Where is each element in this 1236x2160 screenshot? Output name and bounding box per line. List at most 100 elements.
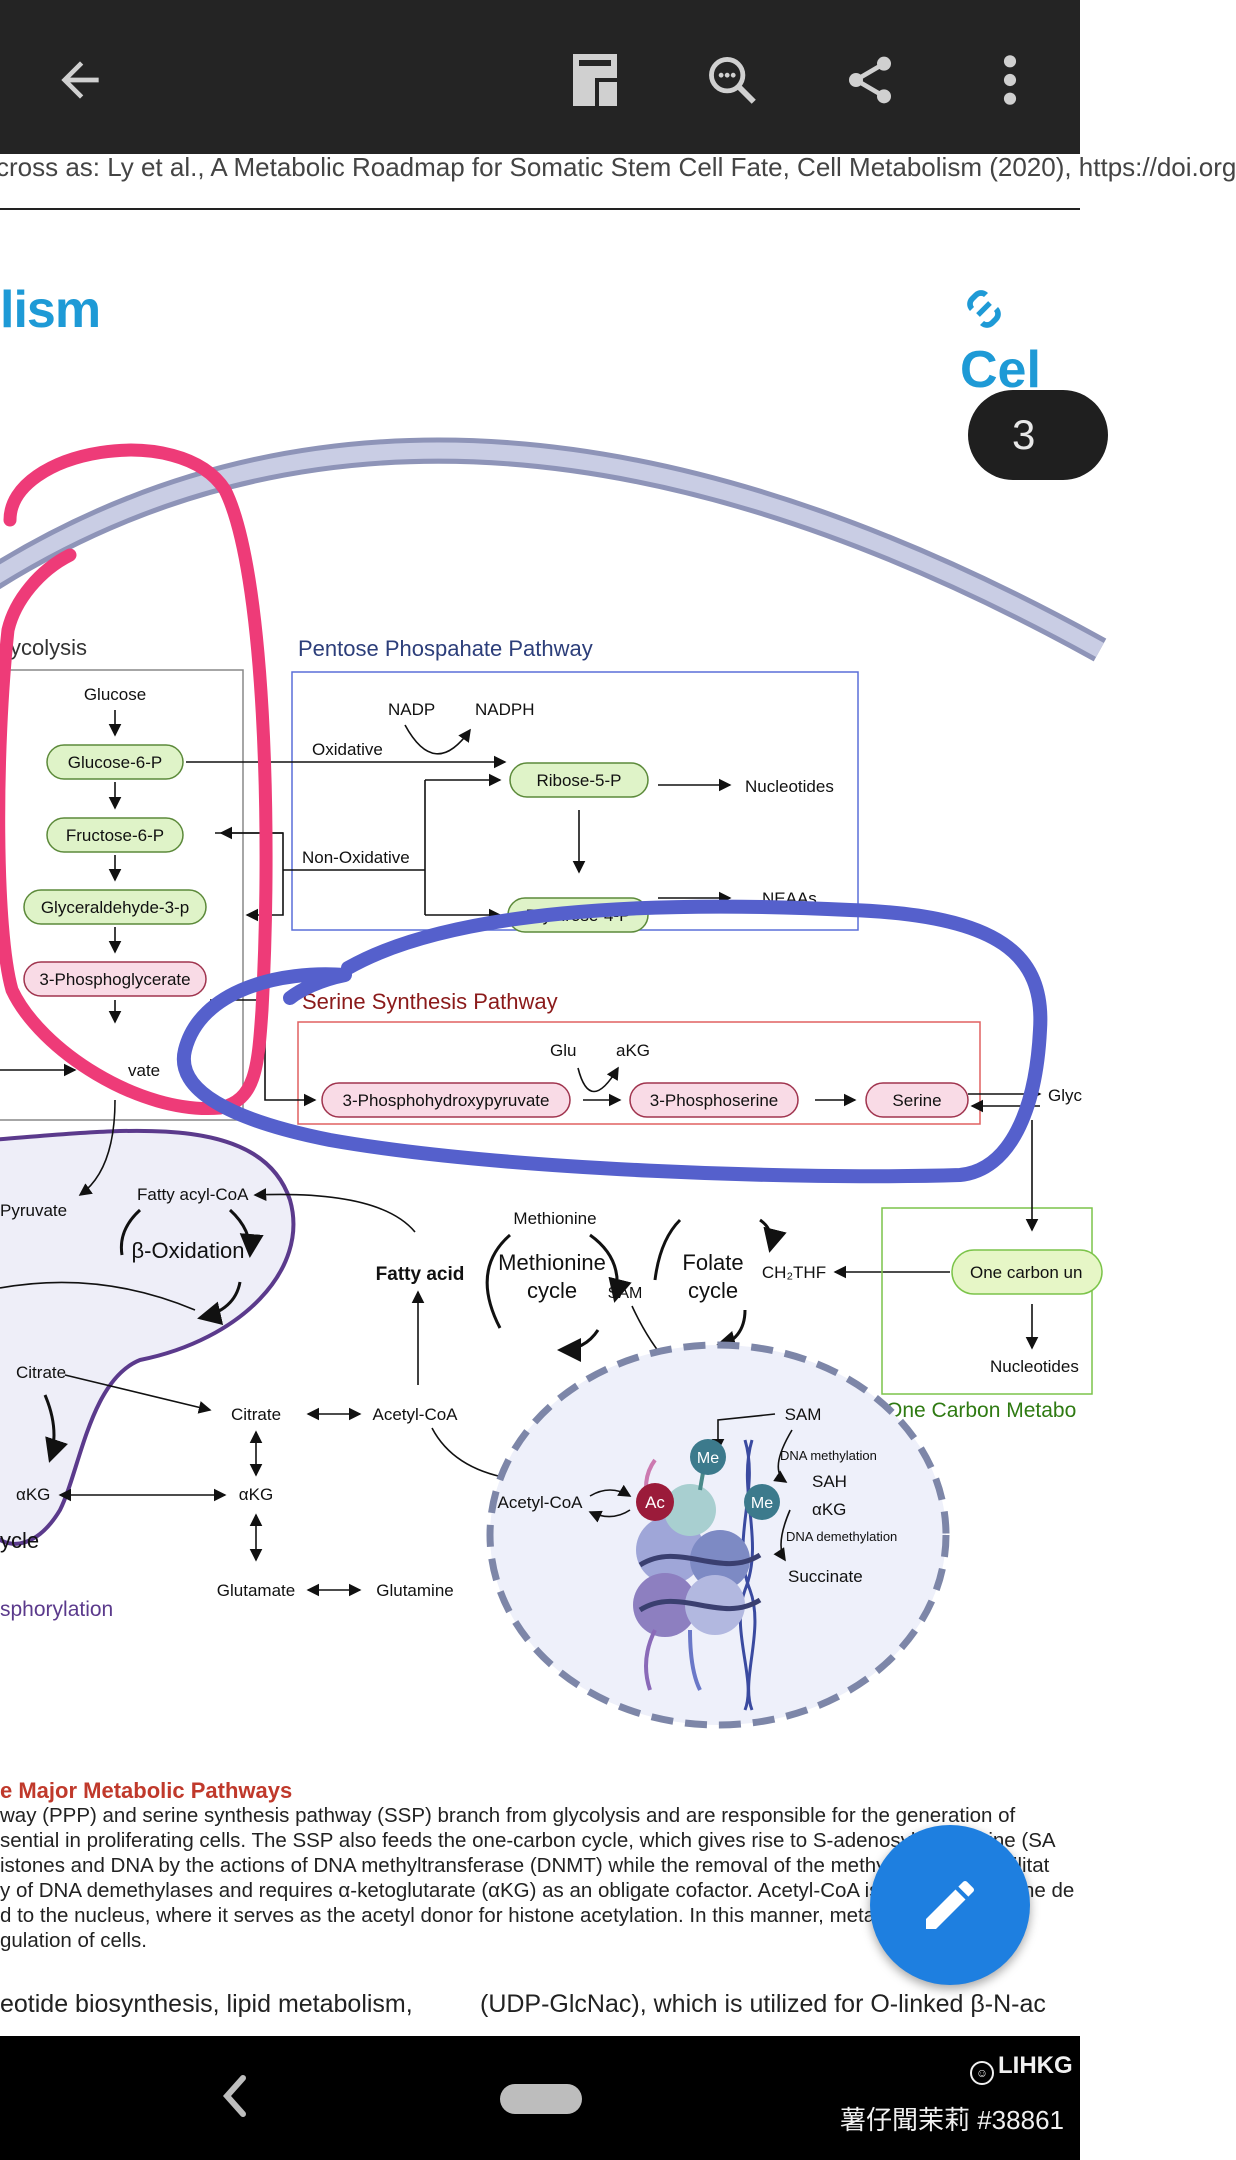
nucleotides-ppp-label: Nucleotides xyxy=(745,777,834,796)
fatty-acid-label: Fatty acid xyxy=(376,1264,465,1285)
acetyl-coa-label: Acetyl-CoA xyxy=(372,1405,458,1424)
metabolism-diagram: ycolysis Glucose Glucose-6-P Fructose-6-… xyxy=(0,437,1107,1729)
pdf-citation-header: cross as: Ly et al., A Metabolic Roadmap… xyxy=(0,152,1236,209)
nav-home-pill[interactable] xyxy=(500,2084,582,2114)
app-toolbar xyxy=(0,0,1080,154)
nuc-sam-label: SAM xyxy=(785,1405,822,1424)
nuc-akg-label: αKG xyxy=(812,1500,846,1519)
pyruvate-glyco-label: vate xyxy=(128,1061,160,1080)
ssp-box xyxy=(297,1021,981,1125)
glu-label: Glu xyxy=(550,1041,576,1060)
more-options-button[interactable] xyxy=(970,40,1050,120)
oxidative-label: Oxidative xyxy=(312,740,383,759)
met-cycle-label-2: cycle xyxy=(527,1278,577,1303)
mito-akg-label: αKG xyxy=(16,1485,50,1504)
met-cycle-label-1: Methionine xyxy=(498,1250,606,1275)
pdf-page[interactable]: lism Cel ycolysis Glucose Glucose-6-P Fr… xyxy=(0,210,1108,2025)
methionine-label: Methionine xyxy=(513,1209,596,1228)
tca-cycle-label: ycle xyxy=(0,1528,39,1553)
php-node xyxy=(321,1082,571,1118)
nonox-label: Non-Oxidative xyxy=(302,848,410,867)
ps-node xyxy=(629,1082,799,1118)
system-nav-bar xyxy=(0,2036,1080,2160)
citation-text: cross as: Ly et al., A Metabolic Roadmap… xyxy=(0,152,1236,182)
document-mode-button[interactable] xyxy=(555,40,635,120)
folate-cycle-label-1: Folate xyxy=(682,1250,743,1275)
journal-name-right: Cel xyxy=(960,341,1041,399)
zoom-search-icon xyxy=(709,57,756,104)
fatty-acyl-coa-label: Fatty acyl-CoA xyxy=(137,1185,249,1204)
glucose-label: Glucose xyxy=(84,685,146,704)
succinate-label: Succinate xyxy=(788,1567,863,1586)
user-annotations xyxy=(0,443,1048,1184)
more-vert-icon xyxy=(1003,55,1017,105)
edit-fab-button[interactable] xyxy=(870,1825,1030,1985)
sah-label: SAH xyxy=(812,1472,847,1491)
glycolysis-box xyxy=(0,669,244,1121)
mito-citrate-label: Citrate xyxy=(16,1363,66,1382)
blue-highlight-loop xyxy=(176,899,1048,1184)
nadp-label: NADP xyxy=(388,700,435,719)
journal-logo: Cel xyxy=(960,280,1080,400)
pg3-label: 3-Phosphoglycerate xyxy=(39,970,190,989)
cyto-citrate-label: Citrate xyxy=(231,1405,281,1424)
watermark-user: 薯仔聞茉莉 #38861 xyxy=(840,2105,1064,2135)
caption-title: e Major Metabolic Pathways xyxy=(0,1778,293,1803)
back-arrow-icon xyxy=(61,61,99,99)
caption-line: d to the nucleus, where it serves as the… xyxy=(0,1904,1015,1927)
caption-line: way (PPP) and serine synthesis pathway (… xyxy=(0,1804,1016,1827)
ssp-title: Serine Synthesis Pathway xyxy=(302,989,558,1014)
watermark-logo: ☺LIHKG xyxy=(970,2052,1073,2085)
nav-back-icon xyxy=(222,2075,246,2117)
g6p-node xyxy=(46,744,184,780)
watermark-brand: LIHKG xyxy=(998,2052,1073,2079)
zoom-search-button[interactable] xyxy=(692,40,772,120)
one-carbon-unit-node xyxy=(951,1249,1103,1295)
edit-pencil-icon xyxy=(926,1880,975,1929)
glycolysis-title: ycolysis xyxy=(10,635,87,660)
one-carbon-unit-label: One carbon un xyxy=(970,1263,1082,1282)
cell-press-logo-icon xyxy=(967,290,1001,328)
oxphos-label: sphorylation xyxy=(0,1598,113,1621)
share-icon xyxy=(849,56,891,104)
mitochondrion xyxy=(0,1128,296,1546)
dna-methylation-label: DNA methylation xyxy=(780,1448,877,1463)
g3p-node xyxy=(23,889,207,925)
dna-demethylation-label: DNA demethylation xyxy=(786,1529,897,1544)
php-label: 3-Phosphohydroxypyruvate xyxy=(343,1091,550,1110)
sam-cycle-label: SAM xyxy=(608,1285,643,1302)
ps-label: 3-Phosphoserine xyxy=(650,1091,779,1110)
f6p-label: Fructose-6-P xyxy=(66,826,164,845)
nucleosome-illustration xyxy=(633,1439,762,1711)
beta-oxidation-label: β-Oxidation xyxy=(132,1238,245,1263)
g3p-label: Glyceraldehyde-3-p xyxy=(41,898,189,917)
page-number-badge: 3 xyxy=(968,390,1108,480)
back-button[interactable] xyxy=(40,40,120,120)
pg3-node xyxy=(23,961,207,997)
journal-name-left: lism xyxy=(0,281,101,339)
document-mode-icon xyxy=(573,54,617,106)
ac-label: Ac xyxy=(645,1493,665,1512)
oc-nucleotides-label: Nucleotides xyxy=(990,1357,1079,1376)
caption-line: sential in proliferating cells. The SSP … xyxy=(0,1829,1056,1852)
caption-line: istones and DNA by the actions of DNA me… xyxy=(0,1854,1050,1877)
nuc-acetyl-coa-label: Acetyl-CoA xyxy=(497,1493,583,1512)
me1-label: Me xyxy=(697,1450,719,1467)
me2-label: Me xyxy=(751,1495,773,1512)
mito-pyruvate-label: Pyruvate xyxy=(0,1201,67,1220)
methyl-mark-1 xyxy=(690,1439,726,1475)
body-text-left: eotide biosynthesis, lipid metabolism, xyxy=(0,1990,413,2018)
ssp-akg-label: aKG xyxy=(616,1041,650,1060)
serine-label: Serine xyxy=(892,1091,941,1110)
folate-cycle-label-2: cycle xyxy=(688,1278,738,1303)
nadph-label: NADPH xyxy=(475,700,535,719)
g6p-label: Glucose-6-P xyxy=(68,753,162,772)
caption-line: y of DNA demethylases and requires α-ket… xyxy=(0,1879,1075,1902)
ppp-title: Pentose Phospahate Pathway xyxy=(298,636,593,661)
r5p-label: Ribose-5-P xyxy=(536,771,621,790)
share-button[interactable] xyxy=(830,40,910,120)
nav-back-button[interactable] xyxy=(215,2066,255,2126)
smiley-icon: ☺ xyxy=(970,2061,994,2085)
figure-caption: e Major Metabolic Pathways way (PPP) and… xyxy=(0,1778,1080,1953)
one-carbon-box xyxy=(881,1207,1093,1395)
